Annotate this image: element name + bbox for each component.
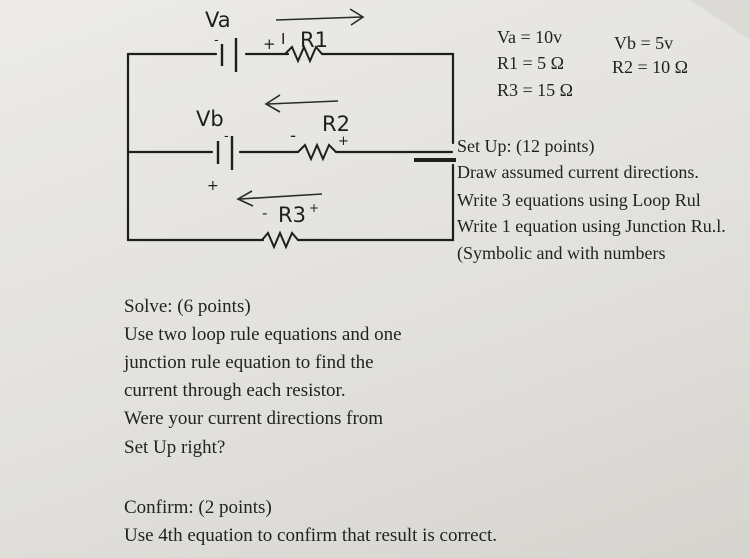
setup-line: Write 3 equations using Loop Rul [457,190,701,210]
mark-r1: I [281,30,285,48]
confirm-line: Use 4th equation to confirm that result … [124,525,498,546]
page-corner-shadow [690,0,750,40]
solve-line: Set Up right? [124,437,226,458]
solve-line: Use two loop rule equations and one [124,324,402,345]
current-arrow-middle [264,94,339,113]
junction-bar [414,158,456,162]
label-r3: R3 [278,203,306,227]
setup-line: (Symbolic and with numbers [457,243,666,263]
current-arrow-bottom [236,190,323,207]
mark-va-plus: + [263,35,276,53]
solve-line: junction rule equation to find the [124,352,374,373]
confirm-heading: Confirm: (2 points) [124,497,272,518]
value-vb: Vb = 5v [614,33,674,53]
solve-line: Were your current directions from [124,408,384,429]
current-arrow-top [275,8,365,26]
mark-r2-plus: + [338,134,349,149]
mark-vb-minus: - [224,129,229,144]
label-vb: Vb [196,107,224,131]
label-r1: R1 [300,28,328,52]
wire-bottom [126,163,455,242]
battery-vb-symbol [216,136,234,170]
resistor-r1-zigzag [284,44,323,64]
mark-r3-plus: + [309,201,319,215]
label-r2: R2 [322,112,350,136]
resistor-r2-zigzag [297,142,337,162]
solve-line: current through each resistor. [124,380,346,401]
setup-line: Write 1 equation using Junction Ru.l. [457,216,726,236]
value-va: Va = 10v [497,27,563,47]
value-r2: R2 = 10 Ω [612,57,689,77]
solve-heading: Solve: (6 points) [124,296,251,317]
mark-va-minus: - [214,33,219,48]
battery-va-symbol [220,38,238,72]
mark-r3-minus: - [262,204,267,222]
setup-heading: Set Up: (12 points) [457,136,595,156]
setup-line: Draw assumed current directions. [457,162,699,182]
mark-vb-plus: + [207,178,219,194]
mark-r2-minus: - [290,126,296,146]
value-r3: R3 = 15 Ω [497,80,574,100]
label-va: Va [205,8,231,32]
value-r1: R1 = 5 Ω [497,53,565,73]
resistor-r3-zigzag [261,230,299,250]
wire-top [126,52,455,145]
